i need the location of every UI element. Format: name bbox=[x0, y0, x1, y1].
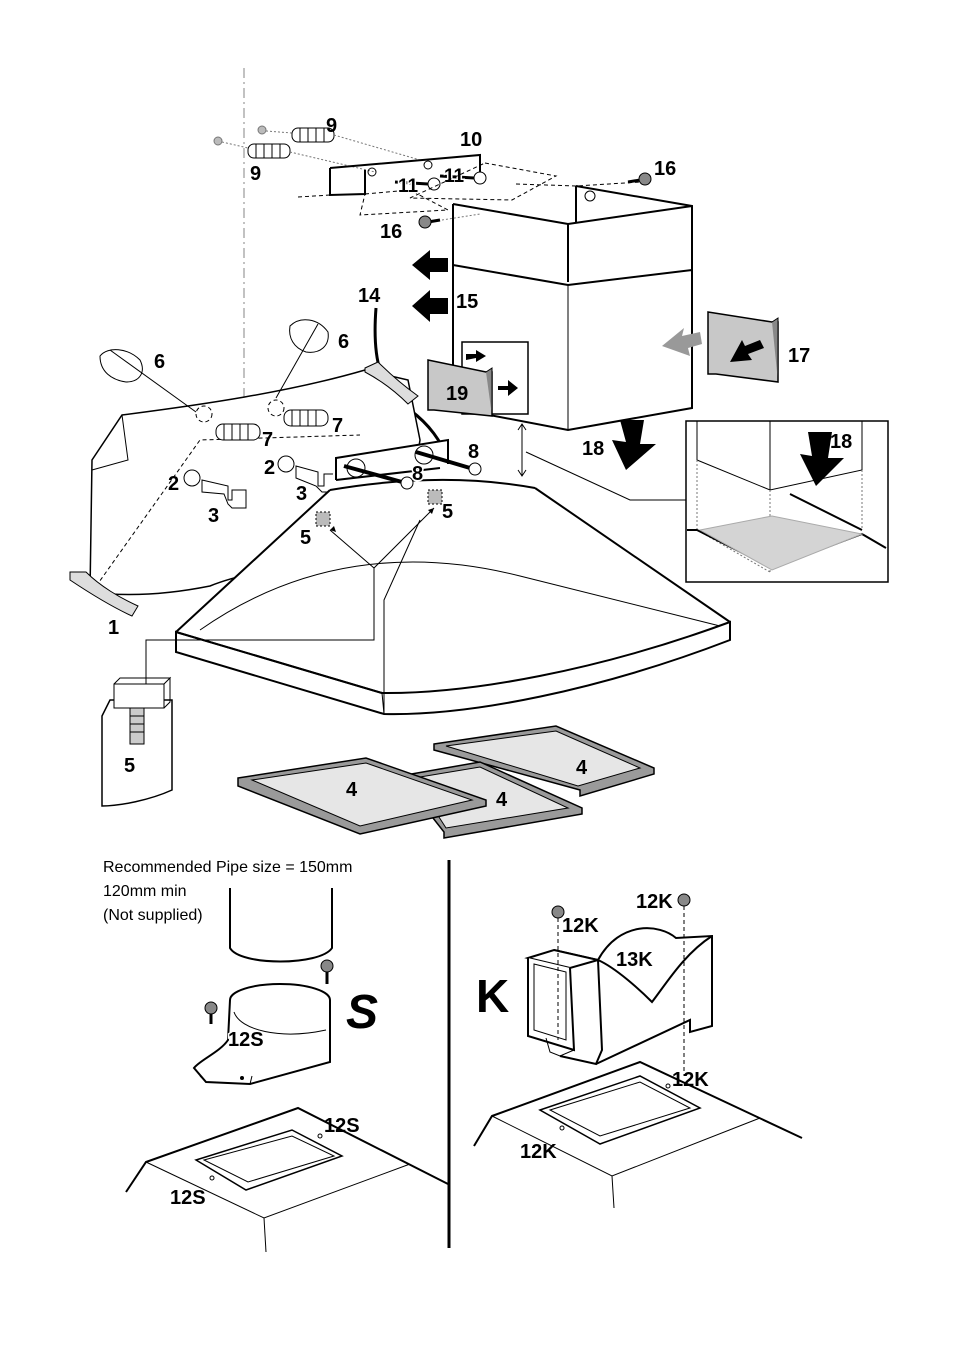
screw-11-a bbox=[394, 177, 441, 191]
label-4-right: 4 bbox=[576, 757, 588, 779]
label-15: 15 bbox=[456, 291, 478, 313]
label-16-left: 16 bbox=[380, 221, 402, 243]
label-12S-bottom: 12S bbox=[170, 1187, 206, 1209]
label-18-detail: 18 bbox=[830, 431, 852, 453]
label-14: 14 bbox=[358, 285, 381, 307]
grease-filter-4-left bbox=[237, 757, 487, 835]
label-12K-right-screw: 12K bbox=[636, 891, 673, 913]
screw-8-right bbox=[415, 450, 482, 476]
screw-8-left bbox=[343, 464, 414, 490]
washer-2-left bbox=[183, 469, 201, 487]
hood-body bbox=[175, 438, 731, 716]
label-9-lower: 9 bbox=[250, 163, 261, 185]
hood-top-S bbox=[125, 1106, 449, 1253]
detail-inset-18 bbox=[685, 420, 889, 583]
tape-top bbox=[364, 361, 419, 405]
label-17: 17 bbox=[788, 345, 810, 367]
label-2-left: 2 bbox=[168, 473, 179, 495]
screw-11-b bbox=[439, 171, 487, 185]
label-6-left: 6 bbox=[154, 351, 165, 373]
label-6-right: 6 bbox=[338, 331, 349, 353]
label-12K-top: 12K bbox=[672, 1069, 709, 1091]
screw-12S-left bbox=[204, 1001, 218, 1024]
label-7-right: 7 bbox=[332, 415, 343, 437]
label-3-left: 3 bbox=[208, 505, 219, 527]
wall-plug-7-right bbox=[283, 409, 329, 427]
velcro-pad-5-left bbox=[315, 511, 331, 527]
grease-filter-4-right bbox=[433, 725, 655, 798]
detail-callout-5 bbox=[101, 676, 173, 807]
arrow-down-18 bbox=[612, 420, 656, 470]
hood-top-K bbox=[473, 1060, 803, 1209]
label-13K: 13K bbox=[616, 949, 653, 971]
label-12S-adapter: 12S bbox=[228, 1029, 264, 1051]
wall-plug-9-upper bbox=[257, 125, 421, 161]
hand-pencil-6-left bbox=[99, 349, 197, 413]
washer-2-right bbox=[277, 455, 295, 473]
label-18-main: 18 bbox=[582, 438, 604, 460]
hand-pencil-6-right bbox=[275, 319, 329, 399]
chimney-bracket bbox=[297, 153, 481, 216]
label-4-middle: 4 bbox=[496, 789, 508, 811]
wall-plug-7-left bbox=[215, 423, 261, 441]
velcro-pad-5-right bbox=[427, 489, 443, 505]
screw-16-left bbox=[418, 213, 481, 229]
label-5-right: 5 bbox=[442, 501, 453, 523]
hook-3-left bbox=[201, 479, 247, 509]
label-K: K bbox=[476, 970, 509, 1022]
screw-12K-right bbox=[677, 893, 691, 1076]
spacer-box-19 bbox=[427, 350, 518, 417]
round-adapter-12S bbox=[192, 983, 331, 1086]
label-2-right: 2 bbox=[264, 457, 275, 479]
tape-1 bbox=[69, 571, 139, 617]
label-12S-top: 12S bbox=[324, 1115, 360, 1137]
label-8-right: 8 bbox=[468, 441, 479, 463]
label-12K-left-screw: 12K bbox=[562, 915, 599, 937]
label-3-right: 3 bbox=[296, 483, 307, 505]
label-10: 10 bbox=[460, 129, 482, 151]
chimney-upper-section bbox=[409, 162, 693, 282]
label-9-upper: 9 bbox=[326, 115, 337, 137]
label-5-detail: 5 bbox=[124, 755, 135, 777]
screw-12S-right bbox=[320, 959, 334, 984]
label-S: S bbox=[346, 986, 378, 1039]
pipe-note-line1: Recommended Pipe size = 150mm bbox=[103, 859, 352, 876]
arrow-left-upper bbox=[412, 250, 448, 280]
screw-12K-left bbox=[551, 905, 565, 1040]
label-5-left: 5 bbox=[300, 527, 311, 549]
label-4-left: 4 bbox=[346, 779, 358, 801]
label-11-b: 11 bbox=[444, 166, 465, 187]
label-7-left: 7 bbox=[262, 429, 273, 451]
wall-plug-9-lower bbox=[213, 136, 376, 173]
spacer-box-17 bbox=[662, 311, 779, 383]
pipe-note-line2: 120mm min bbox=[103, 883, 187, 900]
label-11-a: 11 bbox=[398, 176, 419, 197]
rect-adapter-13K bbox=[524, 927, 713, 1066]
arrow-left-lower bbox=[412, 290, 448, 322]
label-19: 19 bbox=[446, 383, 468, 405]
screw-16-right bbox=[627, 172, 652, 186]
label-1: 1 bbox=[108, 617, 119, 639]
pipe-note-line3: (Not supplied) bbox=[103, 907, 203, 924]
duct-pipe bbox=[229, 888, 333, 963]
label-8-left: 8 bbox=[412, 463, 423, 485]
label-12K-bottom: 12K bbox=[520, 1141, 557, 1163]
label-16-right: 16 bbox=[654, 158, 676, 180]
